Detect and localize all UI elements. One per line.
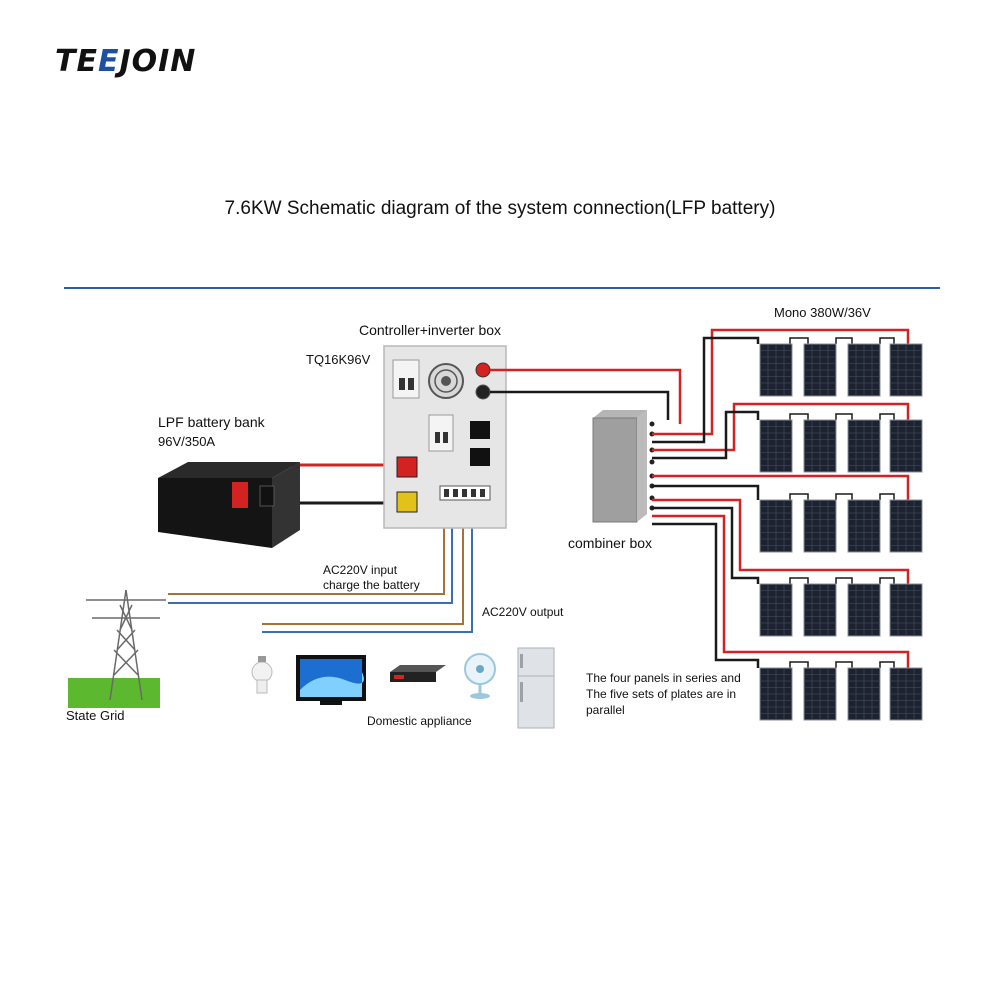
battery-label: LPF battery bank (158, 414, 265, 430)
solar-panel (847, 583, 881, 637)
pv-negative-cable (490, 390, 670, 420)
note-line-3: parallel (586, 703, 625, 717)
refrigerator-icon (517, 647, 555, 729)
title-divider (64, 287, 940, 289)
ac-input-label: AC220V input (323, 563, 398, 577)
solar-panel (803, 499, 837, 553)
controller-model: TQ16K96V (306, 352, 371, 367)
solar-panel (759, 499, 793, 553)
ac-wiring (168, 500, 473, 633)
state-grid-label: State Grid (66, 708, 125, 723)
solar-panel (759, 583, 793, 637)
solar-panel (759, 419, 793, 473)
solar-panel-array (759, 343, 923, 721)
battery-spec: 96V/350A (158, 434, 216, 449)
solar-panel (803, 667, 837, 721)
television-icon (296, 655, 366, 705)
brand-logo: TEEJOIN (55, 44, 197, 79)
ac-output-label: AC220V output (482, 605, 564, 619)
electric-fan-icon (464, 653, 496, 699)
combiner-label: combiner box (568, 535, 653, 551)
controller-inverter-box (383, 345, 507, 529)
solar-panel (759, 667, 793, 721)
solar-panel (803, 419, 837, 473)
solar-panel (889, 667, 923, 721)
solar-panel (759, 343, 793, 397)
note-line-2: The five sets of plates are in (586, 687, 737, 701)
transmission-tower-icon (86, 589, 166, 701)
solar-panel (889, 419, 923, 473)
combiner-box (592, 410, 655, 523)
battery-bank (158, 462, 300, 548)
panel-label: Mono 380W/36V (774, 305, 871, 320)
solar-panel (847, 499, 881, 553)
solar-panel (847, 343, 881, 397)
pv-positive-cable (490, 368, 682, 424)
series-jumpers (789, 337, 895, 668)
solar-panel (889, 343, 923, 397)
controller-label: Controller+inverter box (359, 322, 502, 338)
appliance-label: Domestic appliance (367, 714, 472, 728)
solar-panel (847, 667, 881, 721)
light-bulb-icon (251, 656, 273, 694)
note-line-1: The four panels in series and (586, 671, 741, 685)
ac-input-sublabel: charge the battery (323, 578, 420, 592)
solar-panel (803, 343, 837, 397)
solar-panel (847, 419, 881, 473)
solar-panel (889, 499, 923, 553)
grass-field (68, 678, 160, 708)
dvd-player-icon (390, 665, 446, 682)
diagram-title: 7.6KW Schematic diagram of the system co… (224, 198, 776, 219)
string-wiring (652, 328, 910, 668)
solar-panel (803, 583, 837, 637)
solar-panel (889, 583, 923, 637)
